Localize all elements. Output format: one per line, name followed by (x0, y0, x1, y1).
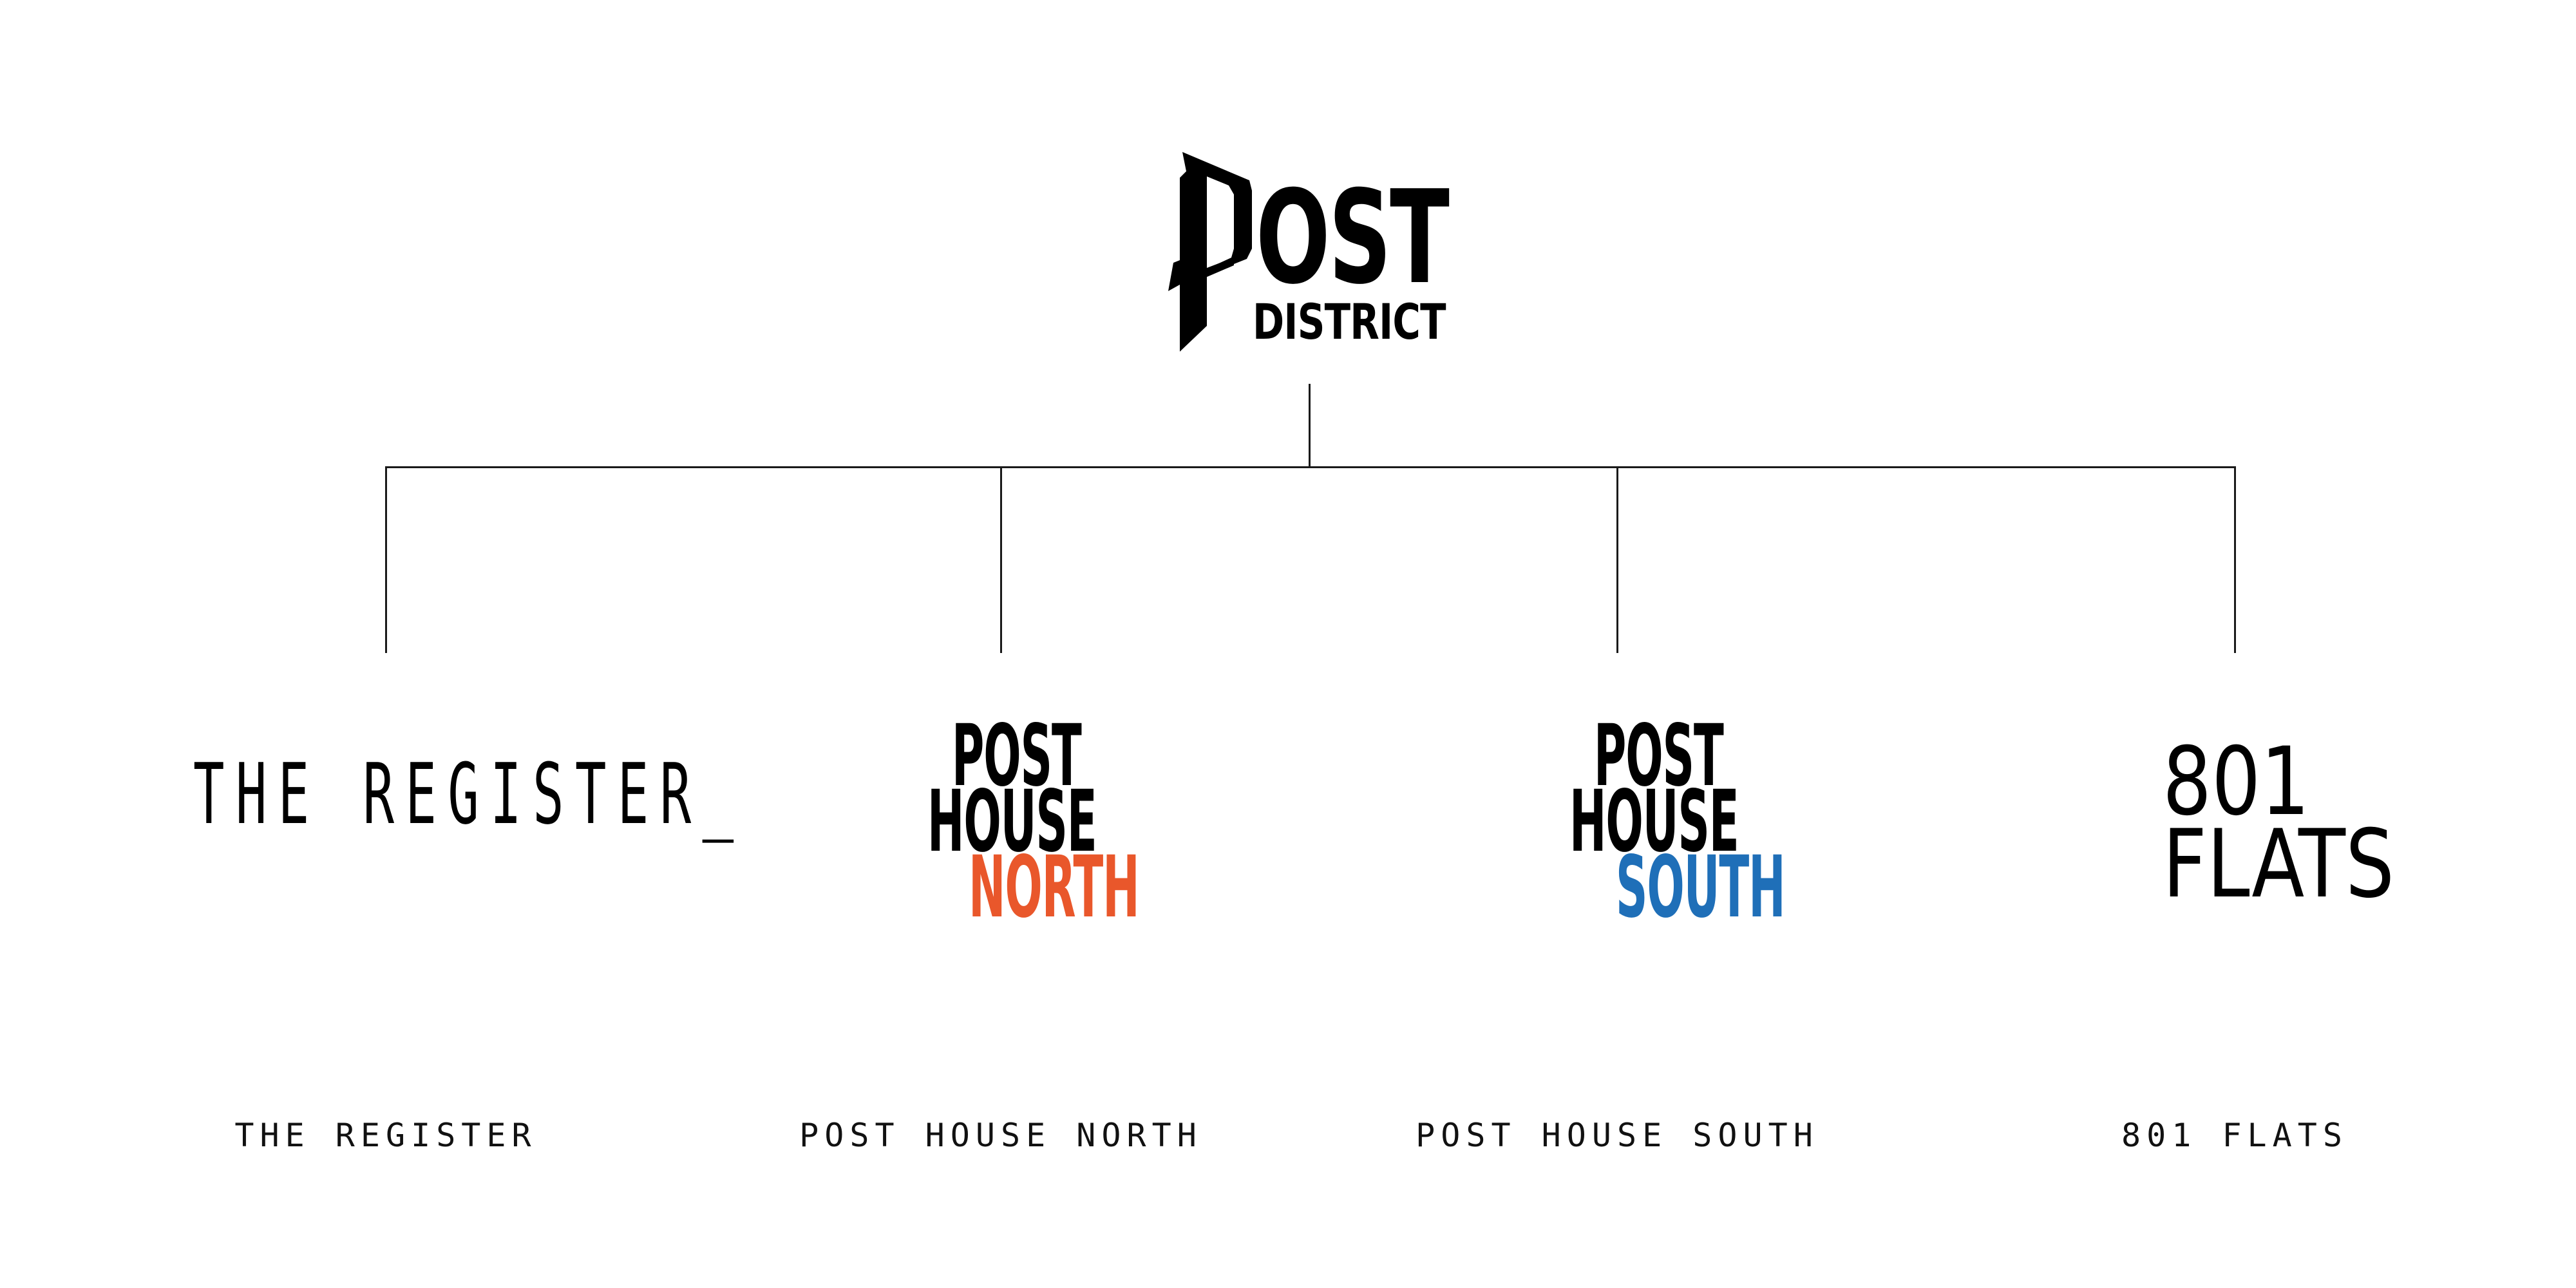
caption-801-flats: 801 FLATS (2121, 1117, 2348, 1154)
post-house-north-logo: POST HOUSE NORTH (927, 706, 1140, 933)
caption-the-register: THE REGISTER (234, 1117, 537, 1154)
logo-line-north: NORTH (969, 838, 1140, 937)
logo-line-house: HOUSE (1569, 772, 1739, 871)
connector-drop-801-flats (2234, 466, 2236, 653)
post-district-logo: OST DISTRICT (1167, 152, 1450, 352)
logo-line-801: 801 (2163, 727, 2310, 837)
logo-line-post: POST (952, 706, 1082, 806)
connector-horizontal-bar (385, 466, 2236, 468)
the-register-logo: THE REGISTER_ (193, 745, 745, 843)
post-house-south-logo: POST HOUSE SOUTH (1569, 706, 1786, 933)
logo-line-south: SOUTH (1616, 838, 1786, 937)
logo-line-house: HOUSE (927, 772, 1097, 871)
logo-line-post: POST (1594, 706, 1724, 806)
connector-drop-post-house-north (1000, 466, 1002, 653)
connector-drop-register (385, 466, 387, 653)
logo-line-flats: FLATS (2163, 810, 2395, 919)
post-district-ost-text: OST (1256, 163, 1450, 313)
801-flats-logo: 801 FLATS (2163, 727, 2395, 919)
post-district-p-glyph (1168, 152, 1252, 352)
post-district-sub-text: DISTRICT (1253, 293, 1446, 350)
caption-post-house-north: POST HOUSE NORTH (799, 1117, 1202, 1154)
caption-post-house-south: POST HOUSE SOUTH (1416, 1117, 1819, 1154)
connector-root-stem (1309, 384, 1311, 468)
connector-drop-post-house-south (1616, 466, 1618, 653)
